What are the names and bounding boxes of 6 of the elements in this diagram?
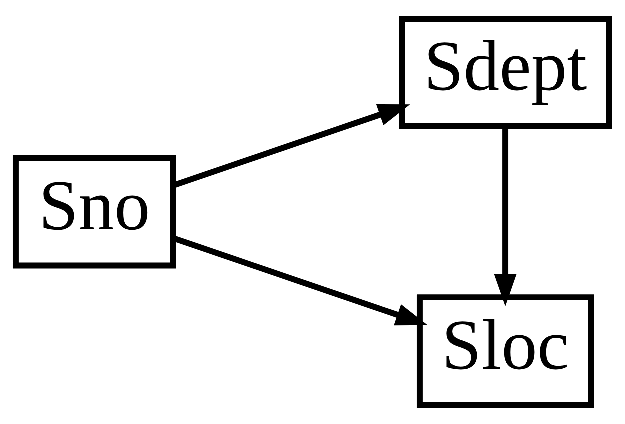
arrow (173, 236, 428, 326)
node-box: Sloc (416, 294, 594, 408)
node-box: Sdept (399, 16, 612, 130)
arrow (173, 104, 410, 188)
node-box: Sno (13, 155, 176, 269)
arrow (494, 127, 517, 306)
